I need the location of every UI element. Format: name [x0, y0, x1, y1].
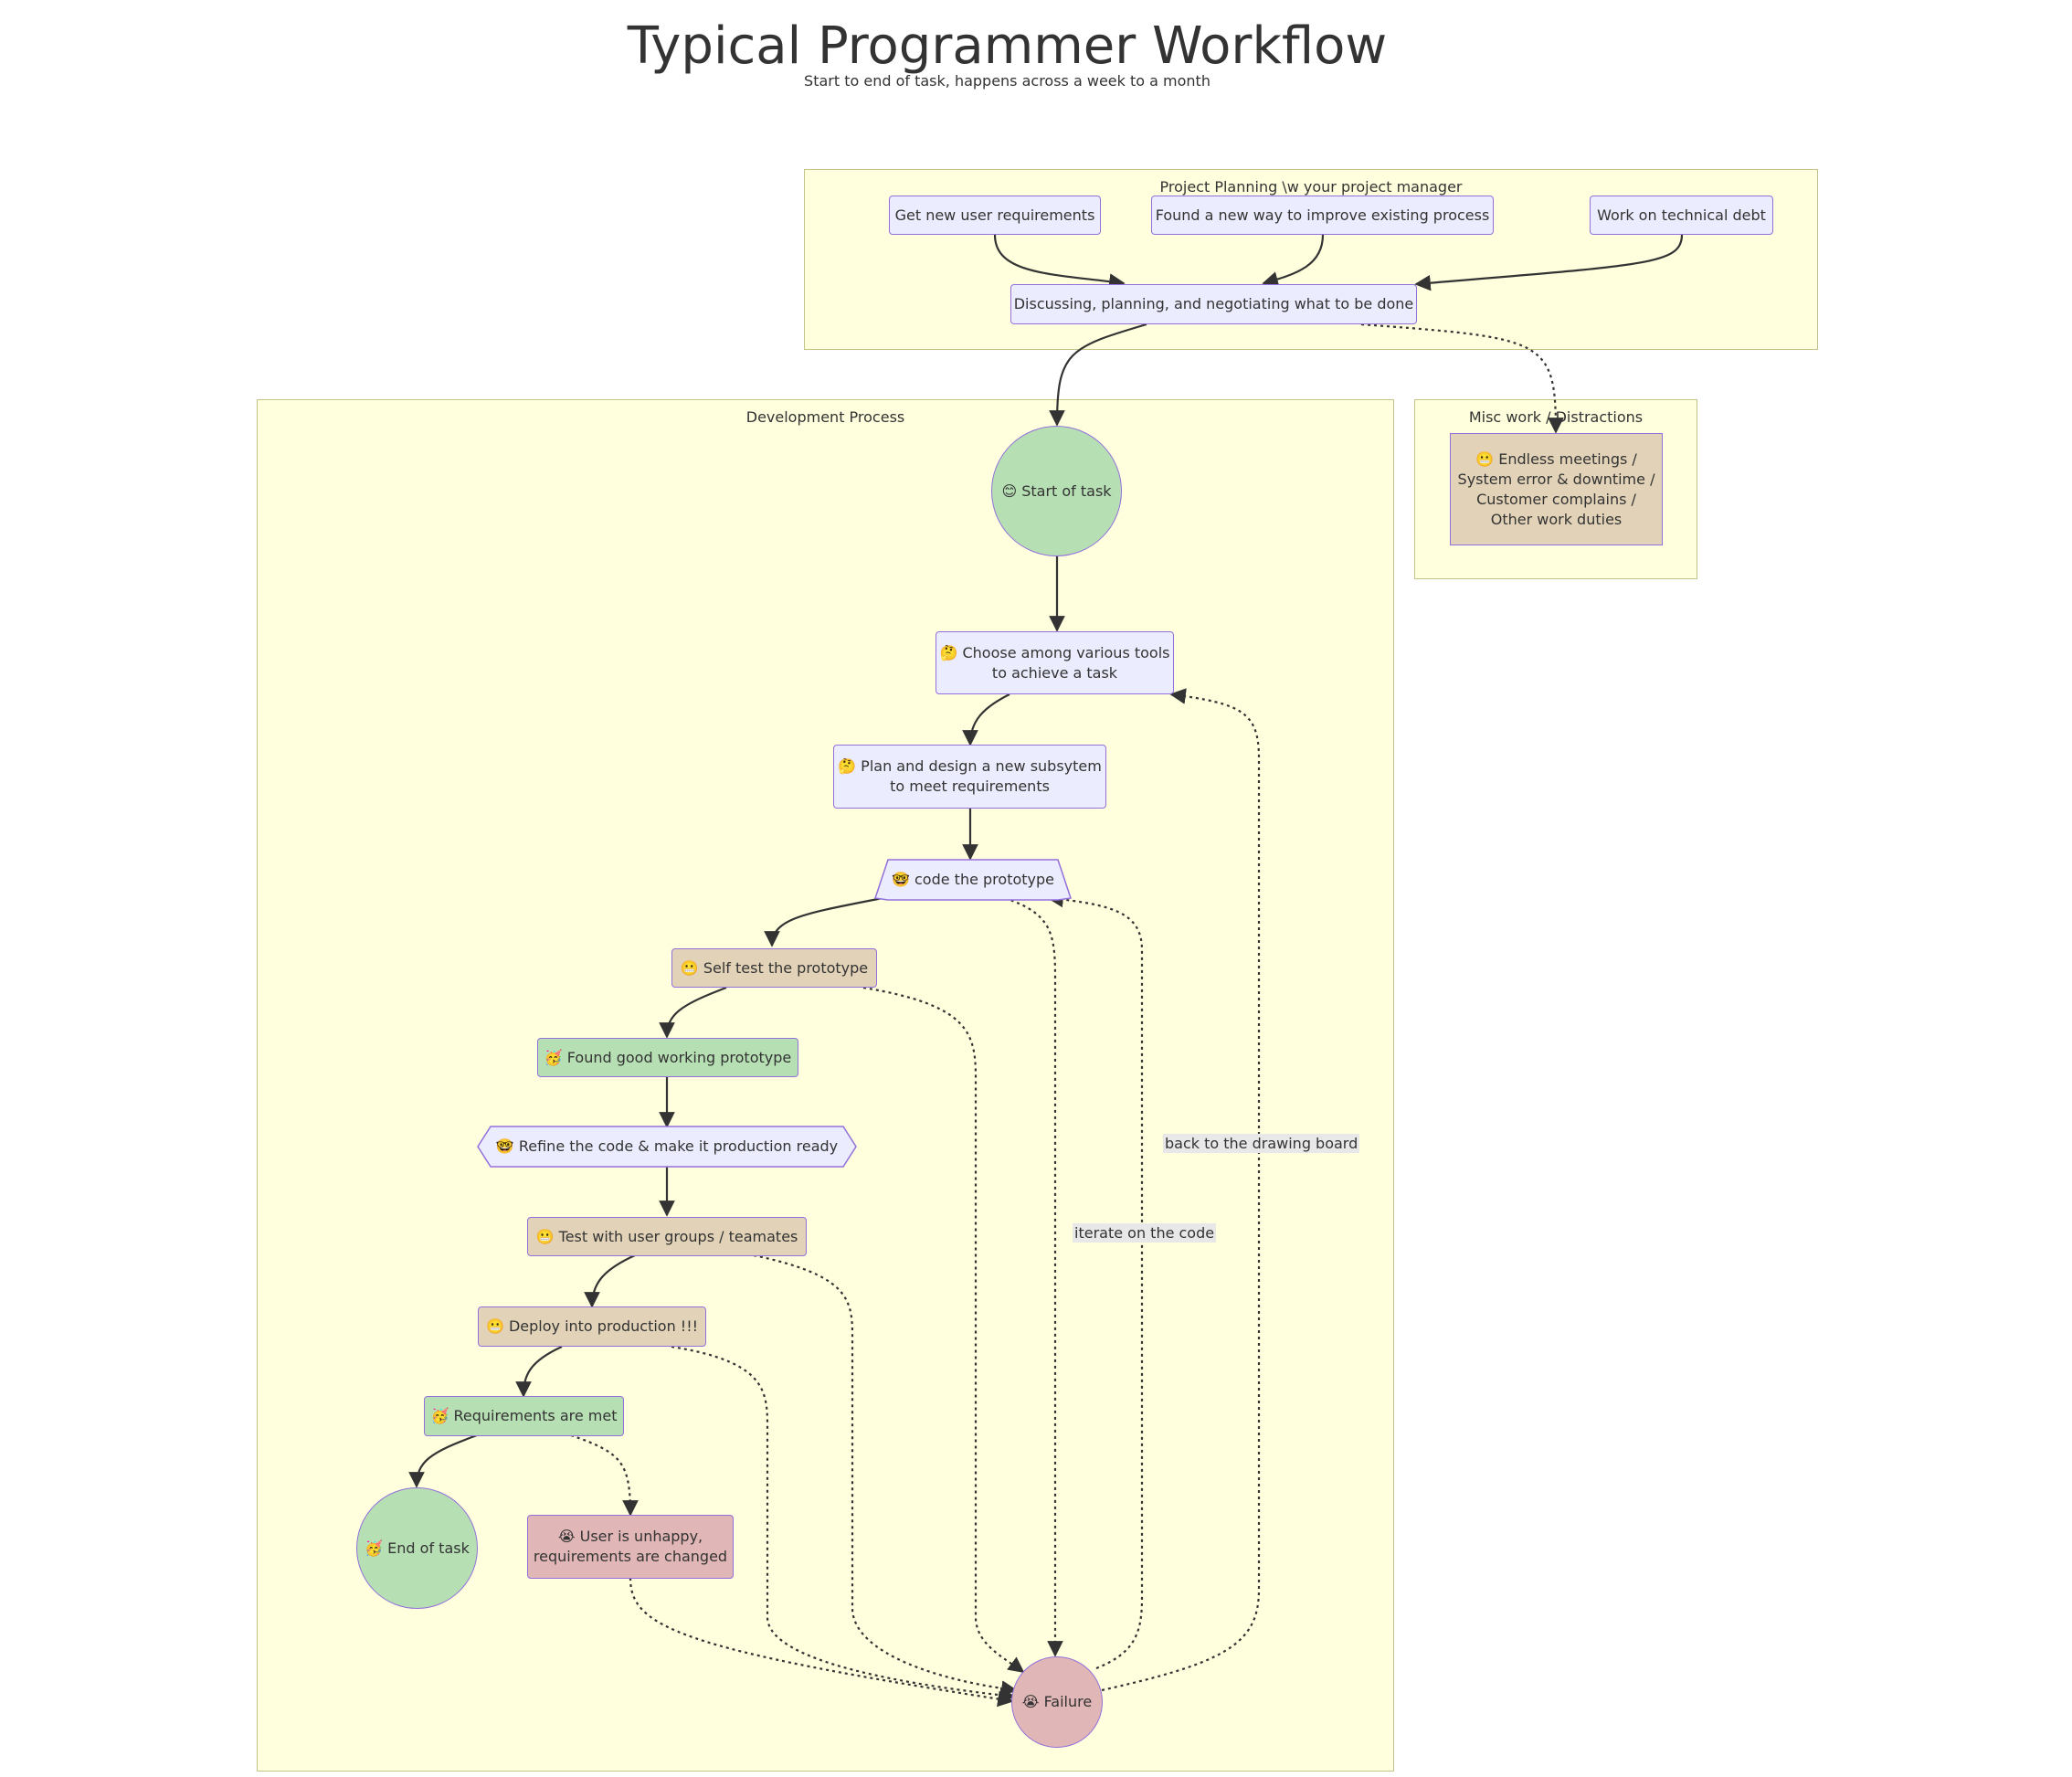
- edge-deploy-to-reqmet: [515, 1345, 563, 1398]
- edge-requirements-to-discussing: [993, 234, 1126, 290]
- cluster-label-dev: Development Process: [745, 408, 905, 426]
- node-label: 😭 Failure: [1021, 1693, 1093, 1710]
- node-deploy-production[interactable]: 😬 Deploy into production !!!: [478, 1306, 706, 1347]
- node-plan-design[interactable]: 🤔 Plan and design a new subsytem to meet…: [833, 745, 1106, 809]
- edge-testgroups-to-deploy: [584, 1253, 636, 1308]
- edge-failure-iterate-to-code: [1047, 891, 1144, 1670]
- node-get-new-requirements[interactable]: Get new user requirements: [889, 196, 1101, 235]
- edge-testgroups-to-failure: [753, 1253, 1018, 1697]
- node-label: Work on technical debt: [1597, 206, 1766, 224]
- cluster-label-misc: Misc work / Distractions: [1468, 408, 1644, 426]
- node-label-line: Customer complains /: [1476, 490, 1636, 508]
- node-code-prototype[interactable]: 🤓 code the prototype: [875, 860, 1071, 900]
- edge-code-to-selftest: [764, 896, 883, 947]
- diagram-subtitle: Start to end of task, happens across a w…: [804, 72, 1210, 90]
- node-label: Discussing, planning, and negotiating wh…: [1013, 295, 1414, 312]
- edge-improve-to-discussing: [1262, 234, 1325, 288]
- node-label-line: 😭 User is unhappy,: [557, 1528, 703, 1545]
- node-label-line: to achieve a task: [991, 663, 1118, 682]
- diagram-title: Typical Programmer Workflow: [627, 16, 1388, 76]
- node-label: 😬 Test with user groups / teamates: [535, 1227, 798, 1245]
- edge-label-iterate: iterate on the code: [1073, 1223, 1217, 1243]
- edge-unhappy-to-failure: [629, 1577, 1014, 1708]
- node-good-prototype[interactable]: 🥳 Found good working prototype: [537, 1038, 798, 1077]
- edge-failure-drawingboard-to-choose: [1101, 688, 1261, 1692]
- edge-label-drawing-board: back to the drawing board: [1163, 1134, 1360, 1153]
- node-distractions[interactable]: 😬 Endless meetings / System error & down…: [1450, 433, 1663, 545]
- node-label: 🤓 code the prototype: [892, 871, 1054, 888]
- node-label: 🤓 Refine the code & make it production r…: [495, 1137, 839, 1155]
- node-label-line: requirements are changed: [533, 1548, 728, 1565]
- edge-reqmet-to-end: [408, 1433, 478, 1488]
- node-test-user-groups[interactable]: 😬 Test with user groups / teamates: [527, 1217, 807, 1256]
- edge-techdebt-to-discussing: [1414, 234, 1684, 291]
- node-choose-tools[interactable]: 🤔 Choose among various tools to achieve …: [936, 631, 1174, 694]
- node-label: 🥳 Found good working prototype: [544, 1048, 792, 1066]
- node-improve-process[interactable]: Found a new way to improve existing proc…: [1151, 196, 1494, 235]
- node-label-line: Other work duties: [1490, 510, 1623, 528]
- edge-choose-to-plan: [962, 693, 1010, 746]
- node-label: 😬 Deploy into production !!!: [485, 1317, 699, 1335]
- edge-deploy-to-failure: [671, 1345, 1016, 1704]
- edge-discussing-to-distractions: [1360, 323, 1564, 434]
- node-failure[interactable]: 😭 Failure: [1011, 1656, 1103, 1748]
- node-label: 😊 Start of task: [1001, 481, 1112, 500]
- node-label-line: 😬 Endless meetings /: [1475, 450, 1637, 468]
- edge-reqmet-to-unhappy: [570, 1433, 639, 1517]
- edge-code-to-failure: [1004, 896, 1063, 1657]
- node-label-line: 🤔 Choose among various tools: [939, 643, 1170, 661]
- node-technical-debt[interactable]: Work on technical debt: [1590, 196, 1773, 235]
- edge-selftest-to-failure: [862, 986, 1025, 1674]
- node-label: Found a new way to improve existing proc…: [1155, 206, 1490, 224]
- node-label-line: System error & downtime /: [1457, 470, 1655, 488]
- node-label-line: to meet requirements: [890, 777, 1050, 795]
- node-end-of-task[interactable]: 🥳 End of task: [356, 1487, 478, 1609]
- code-prototype-shape: [874, 859, 1072, 901]
- edge-selftest-to-good: [659, 986, 727, 1039]
- refine-shape: [477, 1126, 857, 1168]
- node-start-of-task[interactable]: 😊 Start of task: [991, 426, 1122, 556]
- node-label: 🥳 End of task: [365, 1539, 470, 1557]
- node-label: Get new user requirements: [894, 206, 1095, 224]
- edge-discussing-to-start: [1049, 323, 1147, 427]
- node-user-unhappy[interactable]: 😭 User is unhappy, requirements are chan…: [527, 1515, 734, 1579]
- node-label: 😬 Self test the prototype: [680, 958, 869, 977]
- node-discussing-planning[interactable]: Discussing, planning, and negotiating wh…: [1010, 284, 1417, 324]
- cluster-label-planning: Project Planning \w your project manager: [1159, 178, 1463, 196]
- node-label-line: 🤔 Plan and design a new subsytem: [838, 757, 1102, 775]
- node-refine-code[interactable]: 🤓 Refine the code & make it production r…: [478, 1126, 856, 1167]
- node-requirements-met[interactable]: 🥳 Requirements are met: [424, 1396, 624, 1436]
- node-self-test[interactable]: 😬 Self test the prototype: [671, 948, 877, 988]
- node-label: 🥳 Requirements are met: [430, 1407, 618, 1424]
